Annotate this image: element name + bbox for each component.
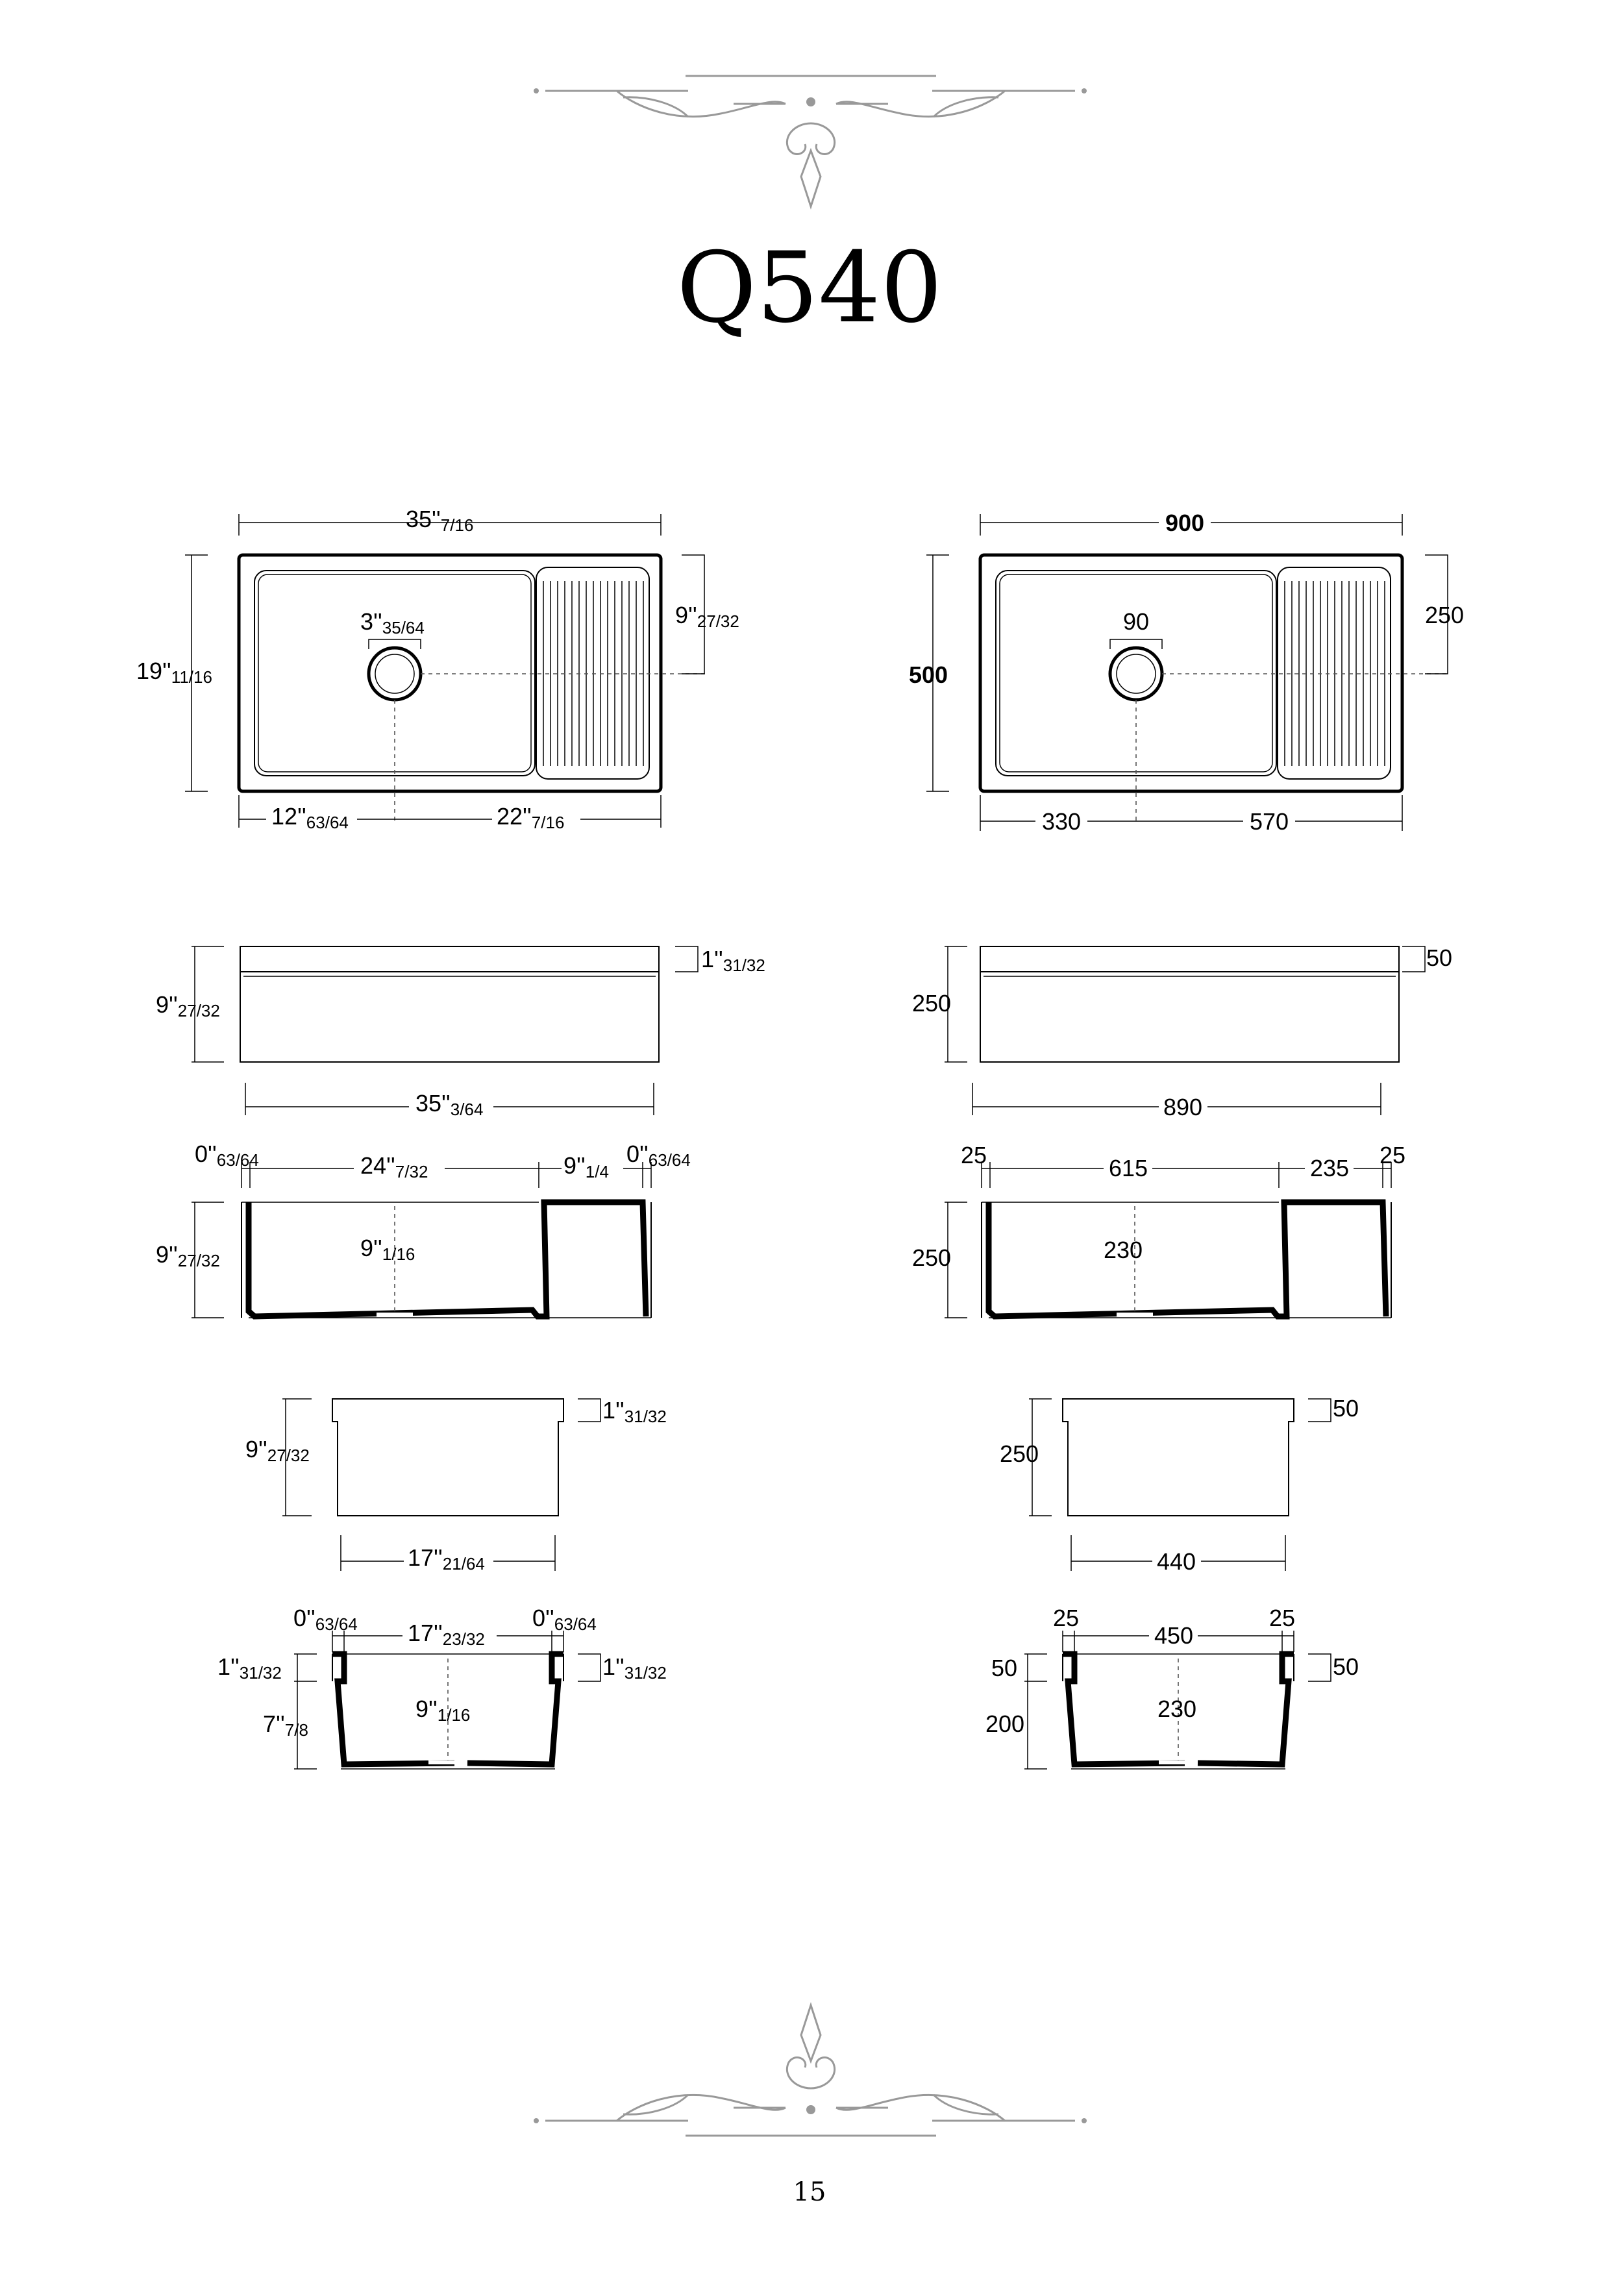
long-basin-metric: 615 xyxy=(1109,1155,1148,1181)
cross-inner-depth-metric: 230 xyxy=(1157,1696,1196,1722)
side-elevation-imperial: 9''27/32 1''31/32 17''21/64 xyxy=(245,1397,667,1574)
long-inner-depth-label: 9''1/16 xyxy=(360,1235,415,1264)
plan-drain-offset-metric: 250 xyxy=(1425,602,1464,628)
front-width-metric: 890 xyxy=(1163,1094,1202,1120)
plan-drain-diameter-label: 3''35/64 xyxy=(360,608,425,637)
cross-inner-label: 17''23/32 xyxy=(408,1620,485,1649)
long-section-imperial: 0''63/64 24''7/32 9''1/4 0''63/64 9''27/… xyxy=(156,1141,691,1320)
cross-wall-left-metric: 25 xyxy=(1053,1605,1079,1631)
cross-wall-right-metric: 25 xyxy=(1269,1605,1295,1631)
product-title: Q540 xyxy=(676,232,942,345)
long-section-metric: 25 615 235 25 250 230 xyxy=(912,1142,1405,1320)
cross-wall-left-label: 0''63/64 xyxy=(293,1605,358,1634)
side-width-metric: 440 xyxy=(1157,1548,1196,1575)
front-width-label: 35''3/64 xyxy=(415,1090,483,1119)
long-drainboard-label: 9''1/4 xyxy=(563,1152,609,1181)
plan-drain-right-label: 22''7/16 xyxy=(497,803,564,832)
plan-drain-offset-label: 9''27/32 xyxy=(675,602,739,631)
long-inner-depth-metric: 230 xyxy=(1104,1237,1143,1263)
cross-section-imperial: 0''63/64 17''23/32 0''63/64 1''31/32 7''… xyxy=(217,1605,667,1770)
side-lip-label: 1''31/32 xyxy=(602,1397,667,1426)
plan-drain-right-metric: 570 xyxy=(1250,808,1289,835)
long-wall-right-label: 0''63/64 xyxy=(626,1141,691,1170)
long-wall-left-label: 0''63/64 xyxy=(195,1141,259,1170)
cross-rim-left-label: 1''31/32 xyxy=(217,1653,282,1683)
plan-width-label: 35''7/16 xyxy=(406,506,473,535)
plan-view-imperial: 35''7/16 19''11/16 9''27/32 3''35/64 12'… xyxy=(136,506,739,832)
long-wall-left-metric: 25 xyxy=(961,1142,987,1168)
front-height-label: 9''27/32 xyxy=(156,991,220,1020)
cross-rim-right-label: 1''31/32 xyxy=(602,1653,667,1683)
plan-view-metric: 900 500 250 90 330 570 xyxy=(909,510,1464,835)
long-height-metric: 250 xyxy=(912,1244,951,1271)
front-elevation-imperial: 9''27/32 1''31/32 35''3/64 xyxy=(156,946,765,1120)
plan-drain-left-metric: 330 xyxy=(1042,808,1081,835)
side-width-label: 17''21/64 xyxy=(408,1544,485,1574)
front-lip-label: 1''31/32 xyxy=(701,946,765,975)
plan-drain-left-label: 12''63/64 xyxy=(271,803,349,832)
cross-lower-metric: 200 xyxy=(985,1710,1024,1737)
long-basin-label: 24''7/32 xyxy=(360,1152,428,1181)
plan-depth-label: 19''11/16 xyxy=(136,658,212,687)
side-lip-metric: 50 xyxy=(1333,1395,1359,1422)
page-number: 15 xyxy=(793,2177,826,2207)
side-elevation-metric: 250 50 440 xyxy=(1000,1395,1359,1575)
cross-rim-right-metric: 50 xyxy=(1333,1653,1359,1680)
cross-inner-depth-label: 9''1/16 xyxy=(415,1696,470,1725)
cross-rim-left-metric: 50 xyxy=(991,1655,1017,1681)
long-drainboard-metric: 235 xyxy=(1310,1155,1349,1181)
long-wall-right-metric: 25 xyxy=(1380,1142,1405,1168)
bottom-ornament xyxy=(534,2002,1087,2137)
side-height-metric: 250 xyxy=(1000,1440,1039,1467)
cross-wall-right-label: 0''63/64 xyxy=(532,1605,597,1634)
long-height-label: 9''27/32 xyxy=(156,1241,220,1270)
front-elevation-metric: 250 50 890 xyxy=(912,944,1452,1120)
plan-drain-diameter-metric: 90 xyxy=(1123,608,1149,635)
cross-section-metric: 25 450 25 50 200 50 230 xyxy=(985,1605,1359,1770)
plan-depth-metric: 500 xyxy=(909,661,948,688)
side-height-label: 9''27/32 xyxy=(245,1436,310,1465)
cross-lower-label: 7''7/8 xyxy=(263,1710,308,1740)
top-ornament xyxy=(534,75,1087,210)
plan-width-metric: 900 xyxy=(1165,510,1204,536)
front-height-metric: 250 xyxy=(912,990,951,1017)
drain-hole xyxy=(367,646,423,702)
front-lip-metric: 50 xyxy=(1426,944,1452,971)
cross-inner-metric: 450 xyxy=(1154,1622,1193,1649)
